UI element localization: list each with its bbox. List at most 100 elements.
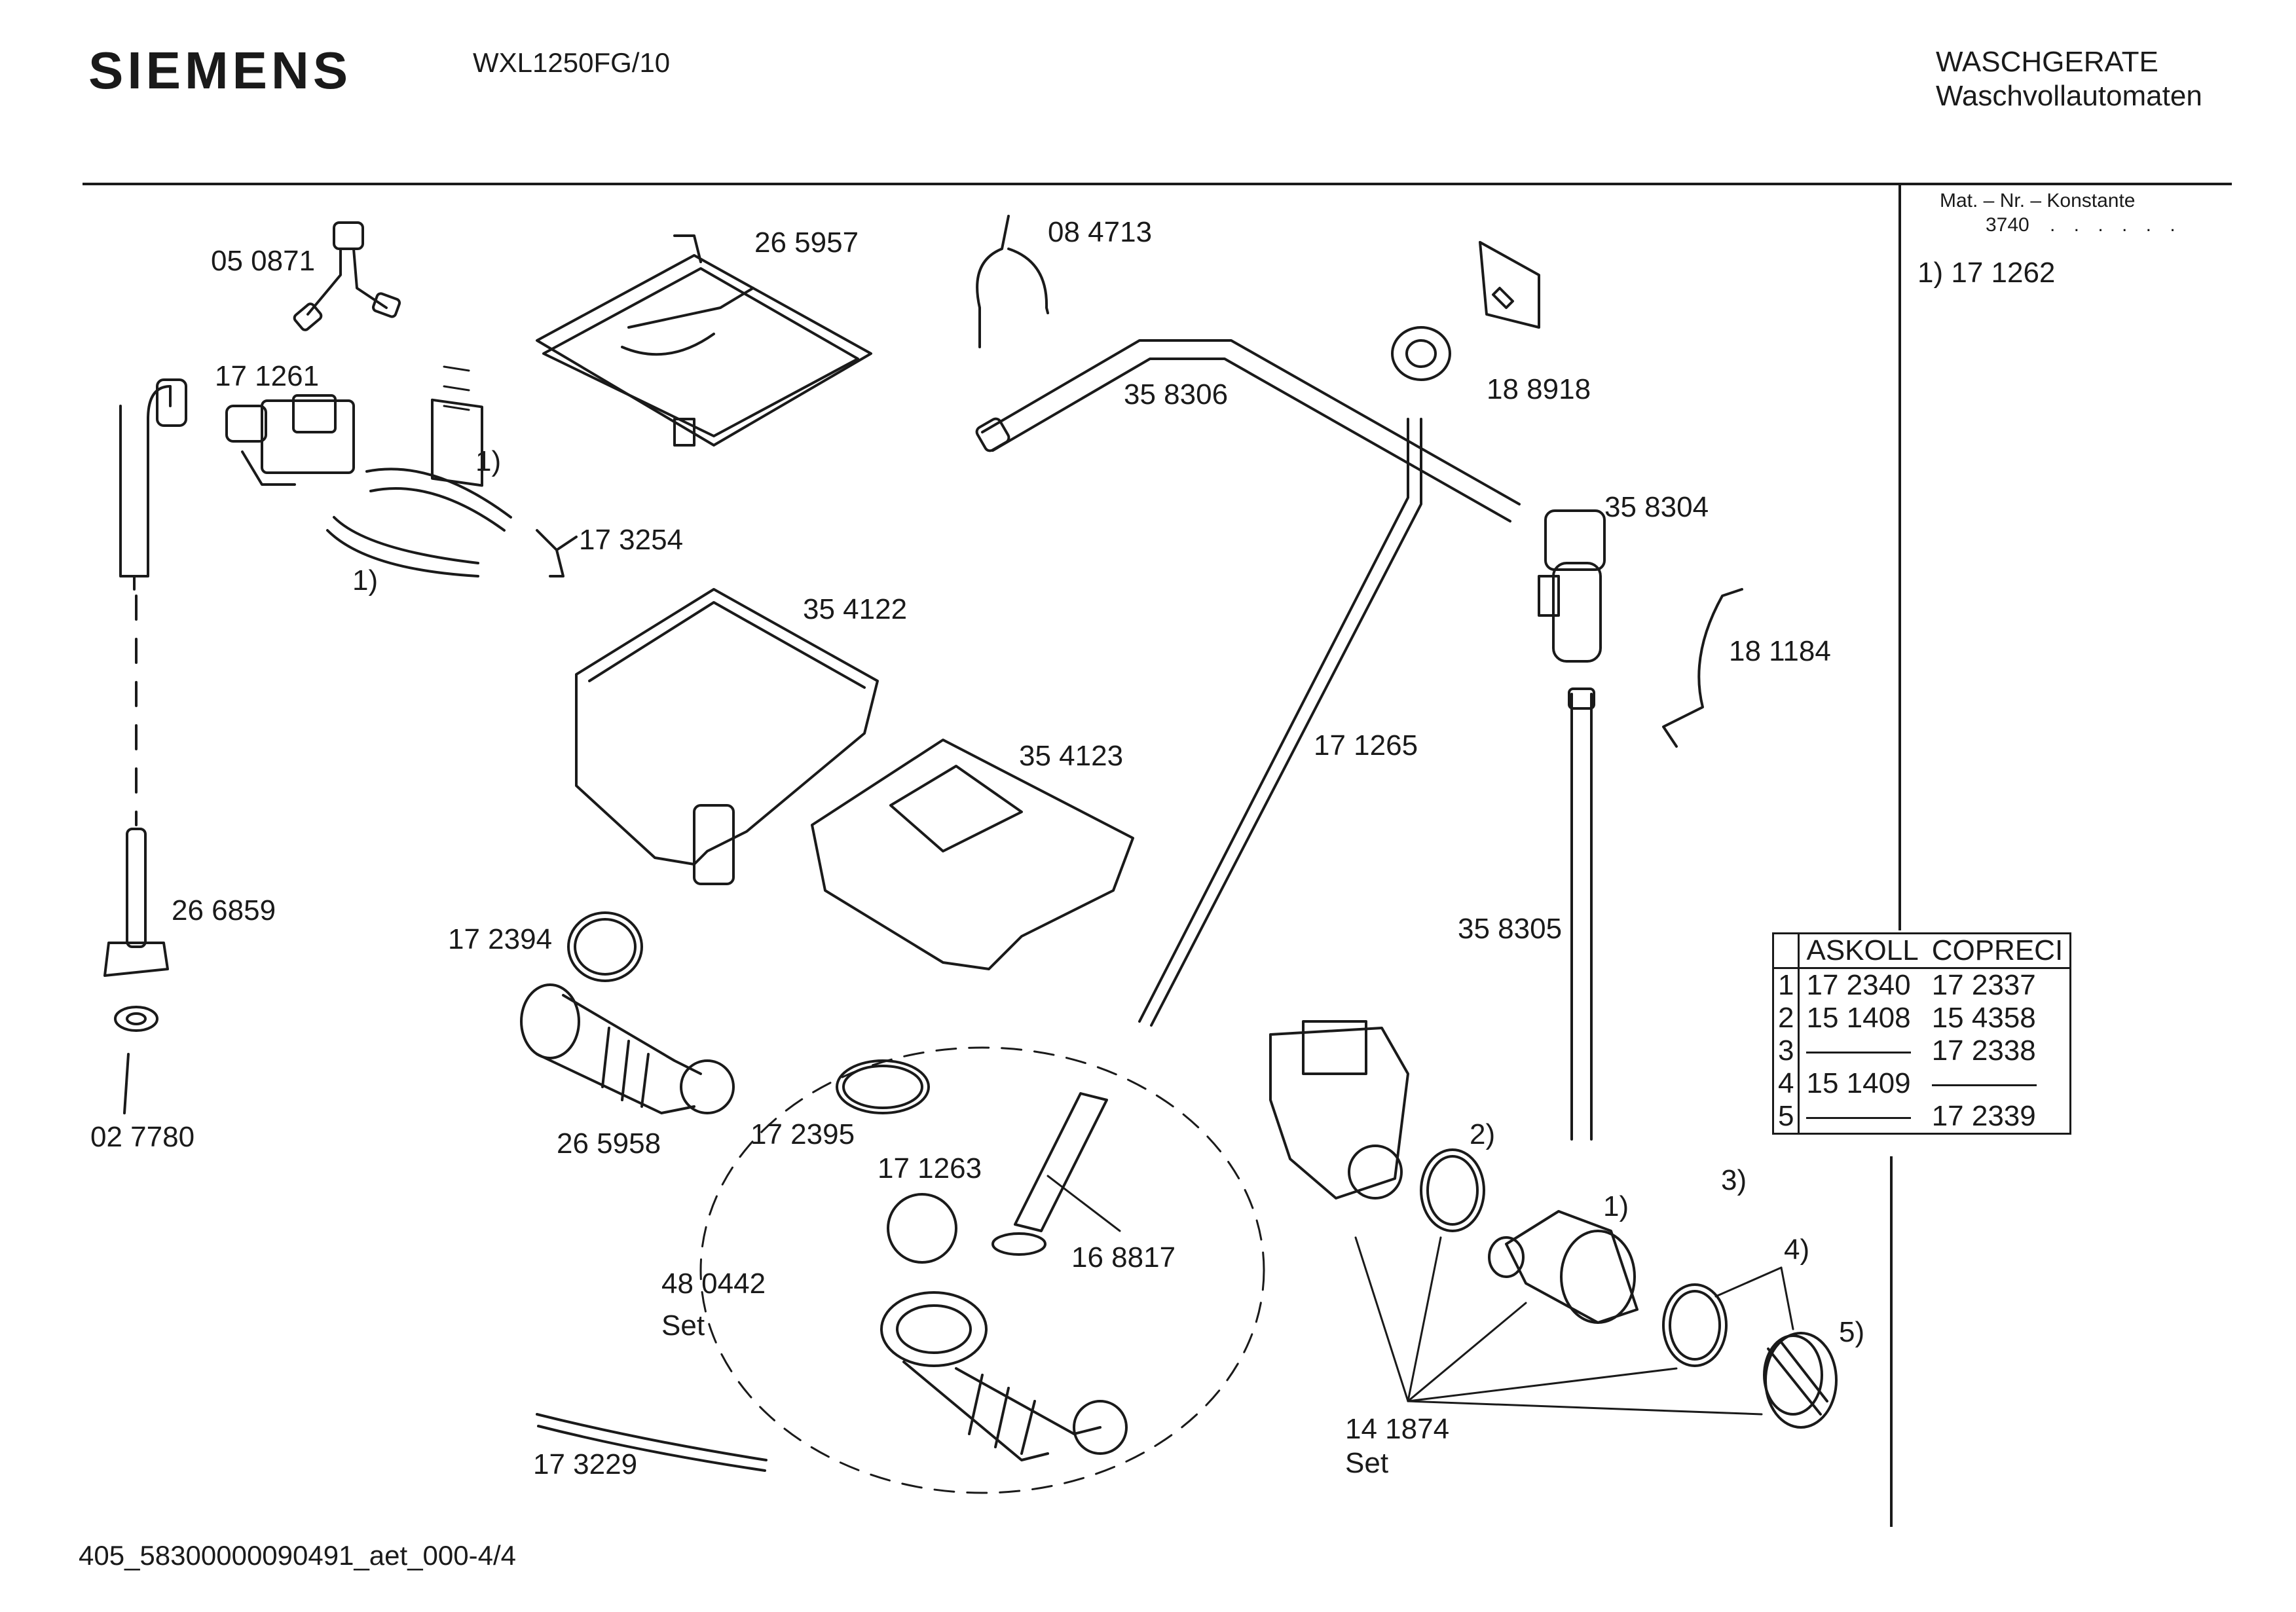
table-header-row: ASKOLL COPRECI xyxy=(1773,933,2071,969)
part-label-141874: 14 1874 xyxy=(1345,1413,1450,1445)
siemens-logo: SIEMENS xyxy=(88,41,352,100)
part-label-173254: 17 3254 xyxy=(579,524,684,556)
filter-part xyxy=(1763,1332,1838,1429)
footnote-1-part: 1) 17 1262 xyxy=(1917,257,2056,289)
row-number: 4 xyxy=(1773,1067,1800,1100)
part-label-171265: 17 1265 xyxy=(1314,729,1418,761)
set-label-2: Set xyxy=(1345,1447,1389,1479)
row-number: 3 xyxy=(1773,1035,1800,1067)
row-number: 2 xyxy=(1773,1002,1800,1035)
footnote-marker-1c: 1) xyxy=(1603,1190,1629,1222)
part-label-181184: 18 1184 xyxy=(1729,635,1831,667)
footnote-marker-2: 2) xyxy=(1470,1118,1496,1150)
mat-nr-label: Mat. – Nr. – Konstante xyxy=(1940,190,2136,211)
askoll-part: 17 2340 xyxy=(1806,969,1911,1001)
category-title: WASCHGERATE xyxy=(1936,46,2158,78)
part-label-354122: 35 4122 xyxy=(803,593,908,625)
copreci-part-none xyxy=(1925,1067,2071,1100)
table-row: 3 17 2338 xyxy=(1773,1035,2071,1067)
sump-set-parts xyxy=(880,1092,1128,1461)
inlet-elbow-part xyxy=(103,378,187,1114)
pipe-17-1265-part xyxy=(1138,418,1422,1027)
leader-lines xyxy=(1046,1175,1794,1416)
y-piece-part xyxy=(536,529,578,577)
askoll-part: 15 1408 xyxy=(1806,1002,1911,1034)
filter-seal-part xyxy=(1662,1283,1728,1367)
part-label-188918: 18 8918 xyxy=(1487,373,1591,405)
mat-nr-dots: . . . . . . xyxy=(2050,214,2182,236)
part-label-265957: 26 5957 xyxy=(754,227,859,259)
part-label-171263: 17 1263 xyxy=(878,1152,982,1184)
footnote-marker-1b: 1) xyxy=(352,564,379,596)
table-header-askoll: ASKOLL xyxy=(1798,933,1925,969)
copreci-part: 17 2338 xyxy=(1931,1035,2036,1067)
hose-hook-part xyxy=(976,215,1049,348)
footnote-marker-5: 5) xyxy=(1839,1316,1865,1348)
part-label-172394: 17 2394 xyxy=(448,923,553,955)
y-connector-part xyxy=(293,221,401,331)
hose-upper-part xyxy=(365,467,512,532)
table-row: 1 17 2340 17 2337 xyxy=(1773,968,2071,1002)
seal-17-2394-part xyxy=(567,911,643,982)
part-label-050871: 05 0871 xyxy=(211,245,316,277)
part-label-027780: 02 7780 xyxy=(90,1121,195,1153)
dispenser-tray-part xyxy=(575,588,879,885)
table-header-copreci: COPRECI xyxy=(1925,933,2071,969)
set-label-1: Set xyxy=(661,1310,705,1342)
part-label-358304: 35 8304 xyxy=(1604,491,1709,523)
hose-17-3229-part xyxy=(536,1413,768,1472)
hose-35-8306-part xyxy=(981,339,1521,522)
header-divider xyxy=(83,183,2232,185)
askoll-part: 15 1409 xyxy=(1806,1067,1911,1099)
part-label-354123: 35 4123 xyxy=(1019,740,1124,772)
label-sheet-part xyxy=(431,365,483,487)
copreci-part: 17 2339 xyxy=(1931,1100,2036,1132)
dispenser-cover-part xyxy=(536,234,872,447)
table-row: 4 15 1409 xyxy=(1773,1067,2071,1100)
part-label-480442: 48 0442 xyxy=(661,1268,766,1300)
supplier-variant-table: ASKOLL COPRECI 1 17 2340 17 2337 2 15 14… xyxy=(1772,932,2072,1135)
part-label-171261: 17 1261 xyxy=(215,360,320,392)
pressure-switch-part xyxy=(1391,241,1540,381)
seal-17-2395-part xyxy=(836,1059,930,1114)
inlet-valve-part xyxy=(225,394,355,486)
pump-seal-part xyxy=(1420,1148,1485,1232)
document-code: 405_58300000090491_aet_000-4/4 xyxy=(79,1540,517,1571)
drain-pump-part xyxy=(1269,1020,1409,1200)
hose-35-8305-part xyxy=(1570,693,1593,1141)
detergent-drawer-part xyxy=(811,739,1134,970)
table-row: 2 15 1408 15 4358 xyxy=(1773,1002,2071,1035)
row-number: 5 xyxy=(1773,1100,1800,1134)
table-header-empty xyxy=(1773,933,1800,969)
model-number: WXL1250FG/10 xyxy=(473,47,671,78)
footnote-marker-3: 3) xyxy=(1721,1164,1747,1196)
set-48-0442-outline xyxy=(699,1046,1265,1494)
part-label-172395: 17 2395 xyxy=(750,1118,855,1150)
subcategory-title: Waschvollautomaten xyxy=(1936,80,2202,112)
row-number: 1 xyxy=(1773,968,1800,1002)
copreci-part: 17 2337 xyxy=(1931,969,2036,1001)
copreci-part: 15 4358 xyxy=(1931,1002,2036,1034)
footnote-marker-1a: 1) xyxy=(475,445,502,477)
hose-18-1184-part xyxy=(1662,588,1743,748)
askoll-part-none xyxy=(1799,1035,1925,1067)
hose-35-8305-cap xyxy=(1568,687,1595,710)
hose-end-cap xyxy=(975,417,1010,452)
part-label-266859: 26 6859 xyxy=(172,894,276,926)
bellows-26-5958-part xyxy=(520,983,735,1114)
connector-35-8304-part xyxy=(1538,509,1606,663)
part-label-173229: 17 3229 xyxy=(533,1448,638,1480)
sidebar-divider-upper xyxy=(1898,184,1901,930)
table-row: 5 17 2339 xyxy=(1773,1100,2071,1134)
part-label-168817: 16 8817 xyxy=(1071,1241,1176,1273)
sidebar-divider-lower xyxy=(1890,1156,1893,1527)
part-label-084713: 08 4713 xyxy=(1048,216,1153,248)
footnote-marker-4: 4) xyxy=(1784,1234,1810,1266)
pump-housing-part xyxy=(1488,1210,1639,1324)
mat-nr-value: 3740 xyxy=(1986,214,2029,236)
part-label-358306: 35 8306 xyxy=(1124,378,1229,411)
part-label-265958: 26 5958 xyxy=(557,1127,661,1160)
part-label-358305: 35 8305 xyxy=(1458,913,1563,945)
hose-lower-part xyxy=(326,516,479,577)
